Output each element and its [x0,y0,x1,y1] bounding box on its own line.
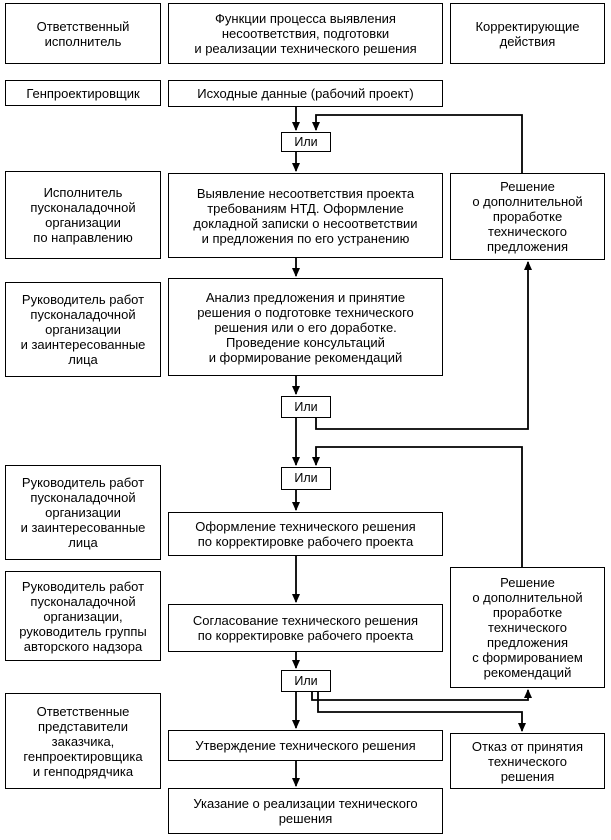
executor-1: Генпроектировщик [5,80,161,106]
corrective-1: Решение о дополнительной проработке техн… [450,173,605,260]
function-5: Согласование технического решения по кор… [168,604,443,652]
function-6: Утверждение технического решения [168,730,443,761]
corrective-2: Решение о дополнительной проработке техн… [450,567,605,688]
arrow-gate2-c1 [315,261,532,430]
function-7: Указание о реализации технического решен… [168,788,443,834]
header-executor: Ответственный исполнитель [5,3,161,64]
arrow-gate4-c2 [311,689,532,701]
or-gate-2: Или [281,396,331,418]
executor-4: Руководитель работ пусконаладочной орган… [5,465,161,560]
corrective-3: Отказ от принятия технического решения [450,733,605,789]
executor-5: Руководитель работ пусконаладочной орган… [5,571,161,661]
executor-6: Ответственные представители заказчика, г… [5,693,161,789]
arrow-c1-to-gate1 [312,114,523,173]
header-corrective: Корректирующие действия [450,3,605,64]
or-gate-4: Или [281,670,331,692]
function-2: Выявление несоответствия проекта требова… [168,173,443,258]
arrow-c2-to-gate3 [312,446,523,567]
header-functions: Функции процесса выявления несоответстви… [168,3,443,64]
arrow-gate4-c3 [317,692,526,732]
or-gate-1: Или [281,132,331,152]
or-gate-3: Или [281,467,331,490]
executor-3: Руководитель работ пусконаладочной орган… [5,282,161,377]
function-3: Анализ предложения и принятие решения о … [168,278,443,376]
function-4: Оформление технического решения по корре… [168,512,443,556]
function-1: Исходные данные (рабочий проект) [168,80,443,107]
executor-2: Исполнитель пусконаладочной организации … [5,171,161,259]
